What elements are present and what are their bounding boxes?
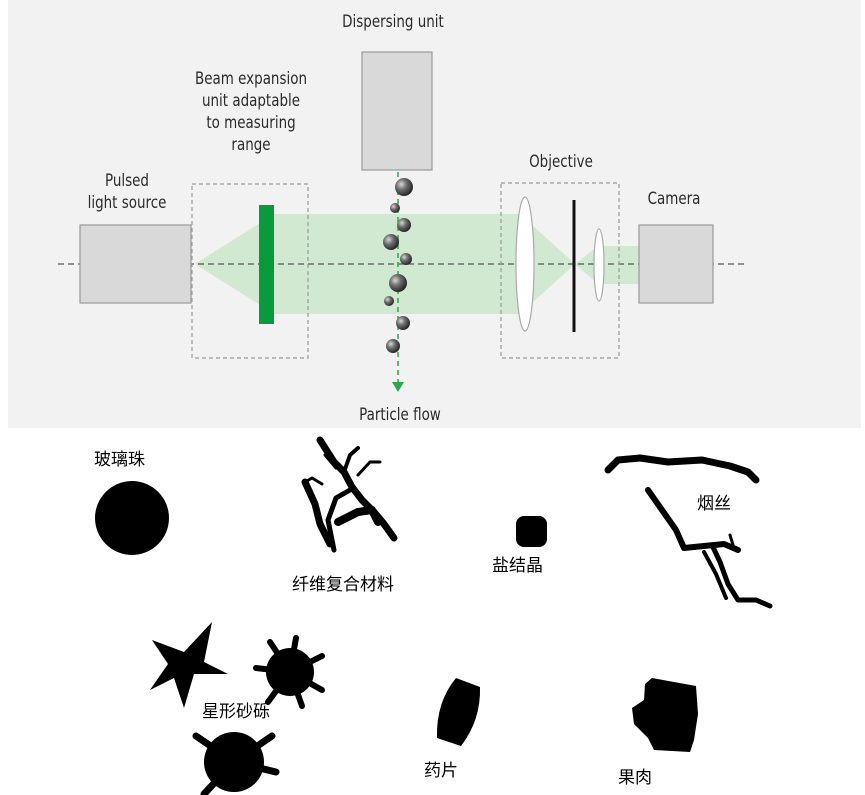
light-beam-output — [575, 246, 640, 284]
particle — [397, 218, 411, 232]
tablet-silhouette — [436, 678, 481, 746]
tablet-label: 药片 — [424, 761, 458, 781]
salt-crystal-silhouette — [516, 516, 547, 547]
objective-lens-large — [515, 196, 535, 332]
particle — [389, 274, 407, 292]
pulsed-light-source-box — [79, 224, 192, 304]
glass-beads-label: 玻璃珠 — [94, 450, 145, 470]
pulsed-light-source-label: Pulsed light source — [87, 171, 167, 213]
tobacco-shreds-silhouette — [604, 454, 773, 609]
particle — [383, 234, 399, 250]
camera-label: Camera — [647, 189, 701, 209]
fiber-composite-label: 纤维复合材料 — [292, 575, 394, 595]
particle — [400, 253, 412, 265]
pulp-label: 果肉 — [618, 768, 652, 788]
star-sand-silhouette-1 — [150, 622, 228, 708]
objective-lens-small — [593, 228, 605, 302]
pulp-silhouette — [632, 678, 698, 752]
particle-flow-arrowhead — [392, 382, 404, 392]
particle — [390, 203, 400, 213]
objective-frame — [500, 182, 620, 359]
particle — [395, 178, 413, 196]
camera-box — [638, 224, 714, 304]
particle — [396, 316, 410, 330]
glass-bead-silhouette — [95, 481, 169, 555]
beam-expansion-label: Beam expansion unit adaptable to measuri… — [195, 69, 307, 155]
particle — [384, 296, 394, 306]
star-sand-silhouette-3 — [192, 732, 280, 795]
salt-crystal-label: 盐结晶 — [492, 556, 543, 576]
particle-flow-label: Particle flow — [359, 405, 441, 425]
objective-label: Objective — [529, 152, 593, 172]
beam-expansion-frame — [191, 183, 309, 359]
beam-expansion-filter — [259, 205, 274, 324]
particle — [386, 339, 400, 353]
tobacco-shreds-label: 烟丝 — [697, 494, 731, 514]
star-sand-silhouette-2 — [253, 635, 325, 709]
fiber-composite-silhouette — [301, 436, 398, 553]
star-sand-label: 星形砂砾 — [202, 702, 270, 722]
dispersing-unit-box — [361, 51, 433, 171]
dispersing-unit-label: Dispersing unit — [342, 12, 444, 32]
